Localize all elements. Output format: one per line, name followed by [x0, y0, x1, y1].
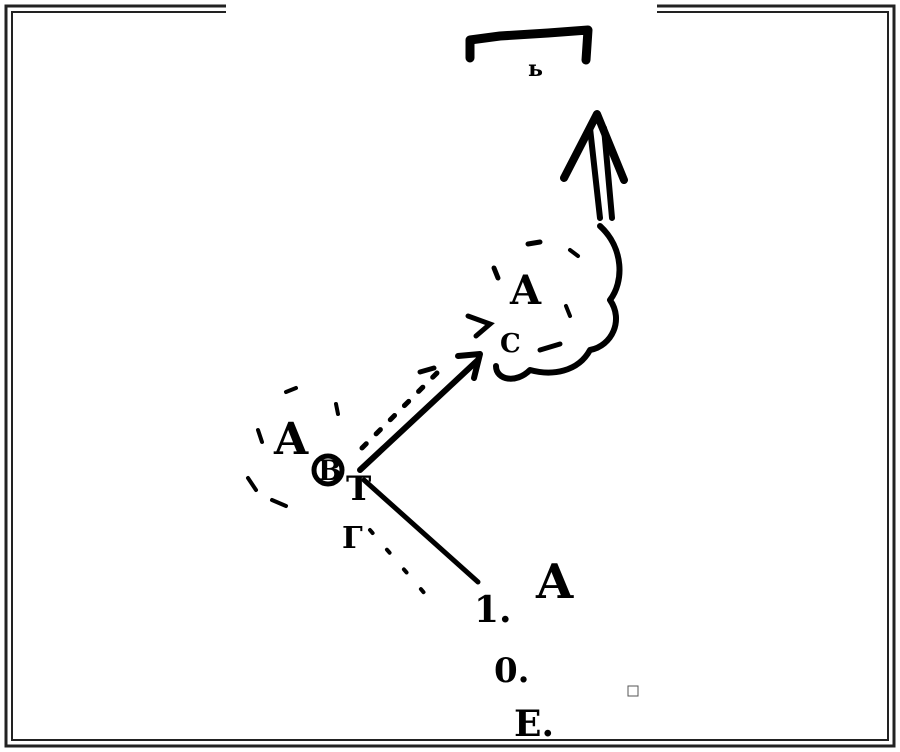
lower-right-letter: A — [535, 554, 574, 610]
bracket-stroke — [465, 25, 593, 65]
left-cluster-dash-5 — [334, 402, 340, 416]
cloud — [491, 223, 623, 382]
step-e-label: E. — [514, 703, 554, 745]
up-arrow-head — [560, 110, 628, 184]
left-circle-letter: B — [318, 454, 342, 487]
step-1-label: 1. — [474, 589, 512, 631]
lower-arrow-dots — [368, 528, 434, 604]
cloud-dash-5 — [564, 304, 572, 318]
cloud-dash-3 — [537, 341, 563, 353]
left-letter: A — [273, 414, 309, 465]
left-cluster-dash-1 — [284, 386, 298, 394]
diagonal-arrow-head — [455, 351, 483, 381]
up-arrow-shaft-a — [587, 125, 603, 221]
cloud-pointer — [465, 313, 495, 339]
left-cluster — [246, 386, 345, 508]
dotted-guide-mark — [417, 365, 437, 375]
small-artifact — [627, 685, 639, 697]
cloud-dash-4 — [568, 248, 580, 258]
left-circle — [311, 453, 345, 487]
dotted-guide — [359, 367, 443, 451]
lower-arrow-shaft — [361, 477, 481, 585]
up-arrow-shaft-b — [601, 125, 615, 221]
cloud-dash-1 — [525, 239, 543, 247]
t-letter: T — [346, 469, 371, 509]
frame — [4, 4, 896, 748]
cloud-outline — [493, 223, 623, 382]
step-0-label: 0. — [494, 651, 530, 691]
cloud-inner-letter: C — [500, 329, 521, 359]
left-cluster-dash-4 — [270, 498, 288, 508]
cloud-dash-2 — [491, 265, 501, 281]
bracket-mark: ь — [528, 56, 543, 82]
frame-inner — [11, 11, 889, 741]
left-cluster-dash-3 — [246, 476, 258, 492]
left-cluster-dash-2 — [256, 428, 264, 444]
cloud-letter: A — [509, 267, 542, 314]
frame-outer — [4, 4, 896, 748]
top-bracket — [465, 25, 593, 65]
lower-arrow — [361, 477, 481, 604]
diagonal-arrow-shaft — [357, 357, 481, 473]
up-arrow — [560, 110, 628, 221]
diagonal-arrow — [357, 351, 483, 473]
gamma-letter: Г — [342, 521, 363, 556]
